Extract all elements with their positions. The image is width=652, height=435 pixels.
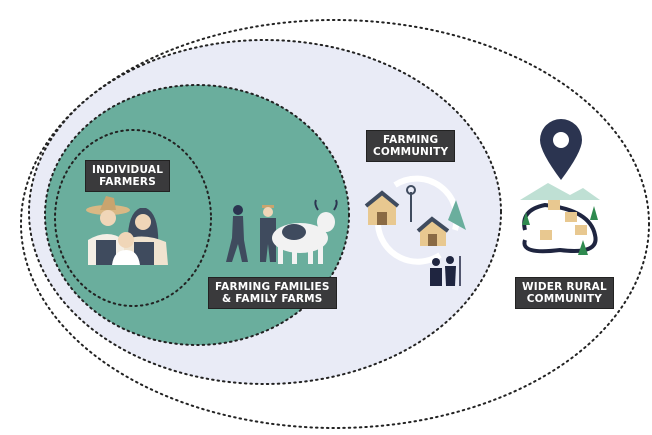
label-line: COMMUNITY	[526, 293, 603, 305]
label-line: FARMING FAMILIES	[215, 281, 330, 293]
rural-village-icon	[520, 183, 600, 255]
individual-farmers-label: INDIVIDUAL FARMERS	[85, 160, 171, 192]
label-line: & FAMILY FARMS	[222, 293, 323, 305]
wider-rural-community-label: WIDER RURAL COMMUNITY	[515, 277, 614, 309]
label-line: COMMUNITY	[373, 146, 449, 158]
farm-barns-icon	[364, 175, 466, 286]
farmers-with-cow-icon	[226, 199, 338, 264]
individual-farmers-ring	[54, 129, 212, 307]
farmer-family-icon	[86, 196, 168, 265]
location-pin-icon	[540, 119, 582, 180]
wider-rural-community-ring	[20, 19, 650, 429]
farming-community-label: FARMING COMMUNITY	[366, 130, 456, 162]
label-line: INDIVIDUAL	[92, 164, 164, 176]
label-line: FARMING	[382, 134, 439, 146]
label-line: WIDER RURAL	[522, 281, 607, 293]
farming-families-label: FARMING FAMILIES & FAMILY FARMS	[208, 277, 337, 309]
label-line: FARMERS	[99, 176, 156, 188]
